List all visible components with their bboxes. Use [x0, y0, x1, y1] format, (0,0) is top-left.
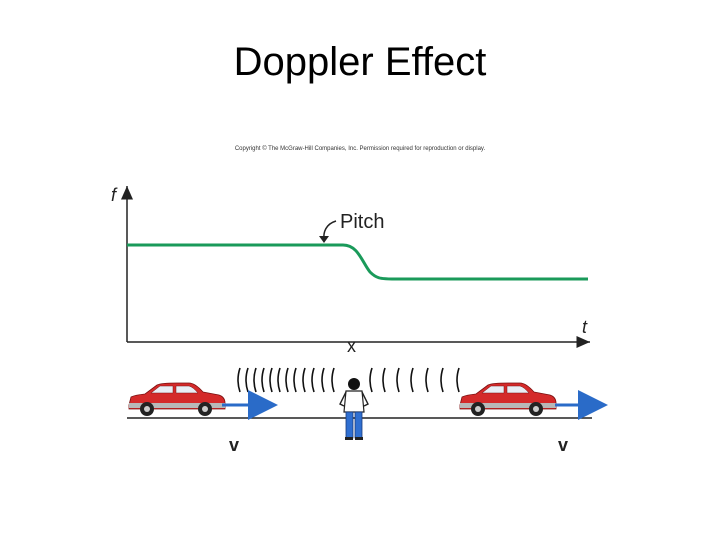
- slide-title: Doppler Effect: [233, 40, 487, 84]
- right-velocity-label: v: [558, 435, 568, 455]
- pitch-curve: [127, 243, 588, 281]
- copyright-notice: Copyright © The McGraw-Hill Companies, I…: [234, 146, 486, 152]
- left-velocity-label: v: [229, 435, 239, 455]
- pitch-label: Pitch: [340, 211, 384, 233]
- sound-waves-stretched: [369, 367, 460, 393]
- sound-waves-compressed: [237, 367, 335, 393]
- x-axis-label: t: [582, 317, 588, 337]
- right-car: [459, 382, 557, 416]
- left-car: [128, 382, 226, 416]
- observer-person: [339, 378, 369, 440]
- y-axis-label: f: [111, 185, 118, 205]
- pitch-pointer-arrowhead: [319, 236, 329, 243]
- observer-position-marker: x: [347, 336, 356, 356]
